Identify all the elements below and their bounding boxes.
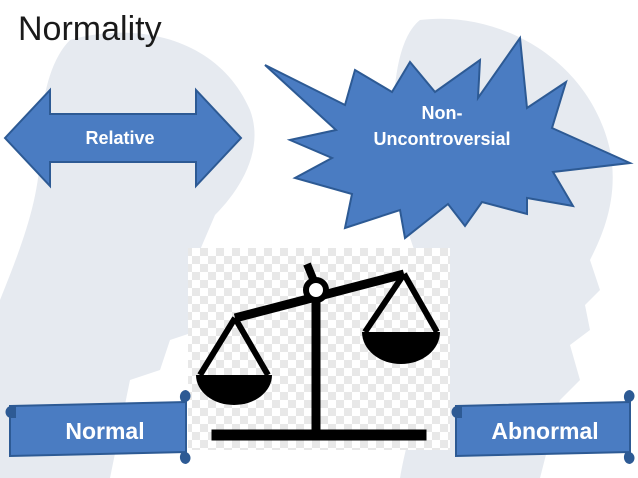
relative-double-arrow [3,87,243,189]
slide-title: Normality [18,10,162,48]
abnormal-scroll-banner [451,390,635,464]
normal-scroll-banner [5,390,191,464]
burst-label-line2: Uncontroversial [373,129,511,149]
balance-scale-icon [196,262,440,441]
abnormal-label: Abnormal [491,418,599,444]
non-uncontroversial-label: Non- Uncontroversial [352,100,532,152]
relative-label: Relative [85,128,155,148]
non-uncontroversial-burst [264,35,634,240]
burst-label-line1: Non- [421,103,463,123]
normal-label: Normal [65,418,145,444]
